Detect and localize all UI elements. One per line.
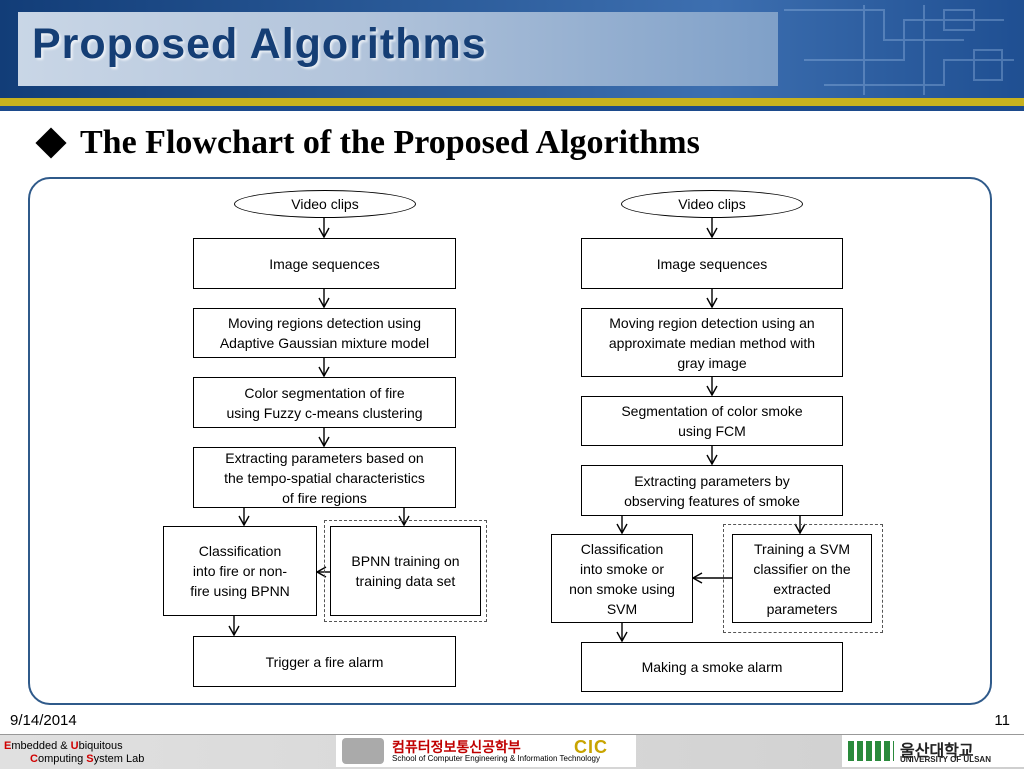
subtitle-text: The Flowchart of the Proposed Algorithms bbox=[80, 124, 700, 161]
left-start-oval: Video clips bbox=[234, 190, 416, 218]
right-step-extracting-parameters: Extracting parameters by observing featu… bbox=[581, 465, 843, 516]
school-name-english: School of Computer Engineering & Informa… bbox=[392, 754, 600, 763]
left-training-label: BPNN training on training data set bbox=[351, 553, 460, 589]
university-name-english: UNIVERSITY OF ULSAN bbox=[900, 755, 991, 764]
left-training-box: BPNN training on training data set bbox=[330, 526, 481, 616]
right-alarm-box: Making a smoke alarm bbox=[581, 642, 843, 692]
right-start-oval: Video clips bbox=[621, 190, 803, 218]
header-rule-blue bbox=[0, 106, 1024, 111]
left-step-color-segmentation: Color segmentation of fire using Fuzzy c… bbox=[193, 377, 456, 428]
left-step3-label: Color segmentation of fire using Fuzzy c… bbox=[226, 384, 423, 421]
right-classification-box: Classification into smoke or non smoke u… bbox=[551, 534, 693, 623]
left-step1-label: Image sequences bbox=[269, 255, 380, 272]
right-step-moving-region: Moving region detection using an approxi… bbox=[581, 308, 843, 377]
slide-date: 9/14/2014 bbox=[10, 712, 77, 729]
university-logo: 울산대학교 UNIVERSITY OF ULSAN bbox=[842, 735, 1024, 767]
cic-logo-text: CIC bbox=[574, 737, 608, 757]
ulsan-stripes-icon bbox=[848, 741, 894, 761]
left-start-label: Video clips bbox=[291, 196, 359, 212]
left-step2-label: Moving regions detection using Adaptive … bbox=[219, 315, 430, 351]
right-classify-label: Classification into smoke or non smoke u… bbox=[569, 540, 675, 617]
circuit-decoration bbox=[784, 5, 1014, 95]
right-step1-label: Image sequences bbox=[656, 255, 768, 272]
slide-page-number: 11 bbox=[994, 712, 1010, 729]
right-step-segmentation-smoke: Segmentation of color smoke using FCM bbox=[581, 396, 843, 446]
flowchart-panel bbox=[28, 177, 992, 705]
right-alarm-label: Making a smoke alarm bbox=[641, 659, 783, 675]
university-name-korean: 울산대학교 bbox=[900, 743, 974, 760]
right-training-dashed-frame bbox=[723, 524, 883, 633]
left-alarm-label: Trigger a fire alarm bbox=[265, 653, 384, 670]
lab-logo-text: Embedded & Ubiquitous Computing System L… bbox=[4, 740, 145, 765]
right-step-image-sequences: Image sequences bbox=[581, 238, 843, 289]
page-title: Proposed Algorithms bbox=[32, 20, 487, 68]
right-training-box: Training a SVM classifier on the extract… bbox=[732, 534, 872, 623]
right-step4-label: Extracting parameters by observing featu… bbox=[624, 472, 800, 509]
left-step-moving-regions: Moving regions detection using Adaptive … bbox=[193, 308, 456, 358]
school-emblem-icon bbox=[342, 738, 384, 764]
title-background bbox=[18, 12, 778, 86]
left-classify-label: Classification into fire or non- fire us… bbox=[190, 543, 290, 599]
right-start-label: Video clips bbox=[678, 196, 746, 212]
left-step4-label: Extracting parameters based on the tempo… bbox=[224, 449, 425, 506]
left-classification-box: Classification into fire or non- fire us… bbox=[163, 526, 317, 616]
header-rule-yellow bbox=[0, 98, 1024, 106]
left-step-image-sequences: Image sequences bbox=[193, 238, 456, 289]
left-training-dashed-frame bbox=[324, 520, 487, 622]
school-logo: 컴퓨터정보통신공학부 School of Computer Engineerin… bbox=[336, 735, 636, 767]
header-banner: Proposed Algorithms bbox=[0, 0, 1024, 98]
right-step2-label: Moving region detection using an approxi… bbox=[608, 314, 816, 371]
slide-subtitle: The Flowchart of the Proposed Algorithms bbox=[34, 124, 700, 162]
left-step-extracting-parameters: Extracting parameters based on the tempo… bbox=[193, 447, 456, 508]
left-alarm-box: Trigger a fire alarm bbox=[193, 636, 456, 687]
right-step3-label: Segmentation of color smoke using FCM bbox=[621, 403, 803, 439]
right-training-label: Training a SVM classifier on the extract… bbox=[753, 540, 851, 617]
school-name-korean: 컴퓨터정보통신공학부 bbox=[392, 739, 521, 755]
